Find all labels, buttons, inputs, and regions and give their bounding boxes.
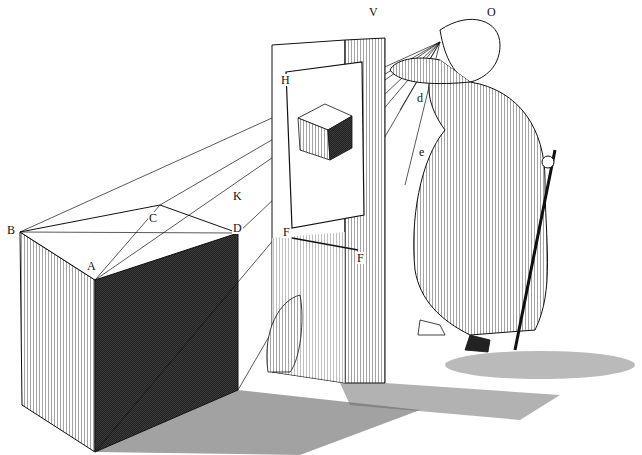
figure-foot	[418, 320, 445, 335]
point-letter: A	[86, 260, 97, 272]
point-letter: H	[280, 74, 291, 86]
projected-cube-right	[328, 116, 352, 160]
visual-ray	[95, 42, 440, 280]
point-letter: F	[282, 226, 291, 238]
point-letter: e	[418, 146, 425, 158]
rod	[292, 238, 358, 250]
figure-foot	[465, 335, 490, 352]
point-letter: d	[416, 92, 424, 104]
visual-ray	[238, 42, 440, 390]
point-letter: V	[368, 6, 379, 18]
point-letter: F	[356, 252, 365, 264]
panel-shadow	[340, 383, 560, 420]
point-letter: B	[6, 224, 16, 236]
panel-foot	[267, 295, 302, 372]
visual-ray	[95, 42, 440, 452]
projected-cube-left	[298, 118, 330, 160]
point-letter: K	[232, 190, 243, 202]
figure-hand	[542, 156, 554, 168]
cube-top-face	[20, 205, 238, 280]
point-letter: C	[148, 212, 158, 224]
cube-diagonal	[95, 205, 160, 280]
picture-window	[286, 62, 364, 228]
figure-arm	[390, 58, 470, 84]
point-letter: O	[486, 6, 497, 18]
staff	[515, 150, 555, 350]
figure-shadow	[445, 351, 635, 379]
cube-diagonal	[20, 232, 238, 233]
point-letter: D	[232, 222, 243, 234]
